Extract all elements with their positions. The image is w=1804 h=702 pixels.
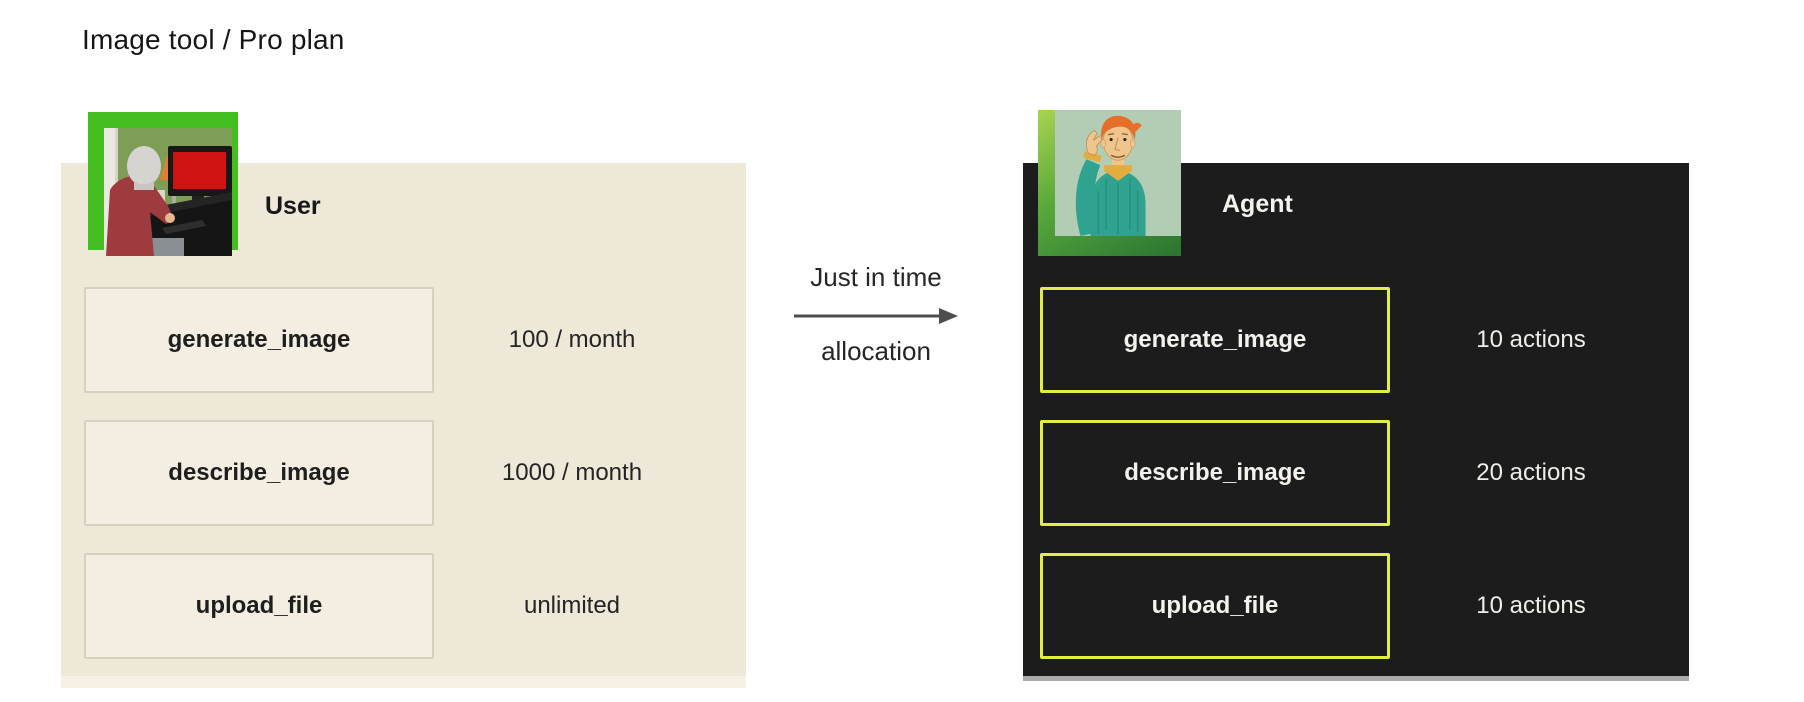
agent-avatar (1038, 108, 1182, 256)
tool-quota: unlimited (523, 592, 621, 619)
agent-panel-label: Agent (1222, 190, 1293, 218)
transfer-annotation: Just in time allocation (770, 262, 982, 367)
agent-tool-row: describe_image 20 actions (1040, 420, 1672, 526)
user-panel: User generate_image 100 / month describe… (61, 112, 746, 676)
tool-name: describe_image (168, 459, 350, 486)
agent-tool-box-upload-file: upload_file (1040, 553, 1390, 659)
user-tool-row: upload_file unlimited (84, 553, 710, 659)
tool-name: upload_file (1151, 592, 1279, 619)
user-tool-box-upload-file: upload_file (84, 553, 434, 659)
transfer-text-line2: allocation (821, 336, 931, 366)
tool-quota: 1000 / month (501, 459, 643, 486)
tool-quota: 10 actions (1476, 326, 1586, 353)
user-tool-row: generate_image 100 / month (84, 287, 710, 393)
user-avatar (88, 112, 238, 256)
page-title: Image tool / Pro plan (82, 24, 345, 55)
user-tool-box-describe-image: describe_image (84, 420, 434, 526)
agent-tool-box-generate-image: generate_image (1040, 287, 1390, 393)
agent-tool-box-describe-image: describe_image (1040, 420, 1390, 526)
tool-quota: 100 / month (508, 326, 636, 353)
tool-quota: 20 actions (1476, 459, 1586, 486)
user-photo-illustration (104, 128, 232, 256)
user-panel-label: User (265, 192, 321, 220)
tool-name: describe_image (1124, 459, 1306, 486)
right-arrow-icon (794, 308, 958, 324)
transfer-text-line1: Just in time (810, 262, 942, 292)
user-tool-box-generate-image: generate_image (84, 287, 434, 393)
user-tool-row: describe_image 1000 / month (84, 420, 710, 526)
agent-photo (1055, 110, 1181, 236)
tool-name: generate_image (1123, 326, 1307, 353)
agent-panel: Agent generate_image 10 actions describe… (1023, 110, 1689, 676)
agent-tool-row: generate_image 10 actions (1040, 287, 1672, 393)
tool-name: generate_image (167, 326, 351, 353)
tool-name: upload_file (195, 592, 323, 619)
user-photo (104, 128, 232, 256)
agent-illustration (1055, 110, 1181, 236)
agent-tool-row: upload_file 10 actions (1040, 553, 1672, 659)
tool-quota: 10 actions (1476, 592, 1586, 619)
